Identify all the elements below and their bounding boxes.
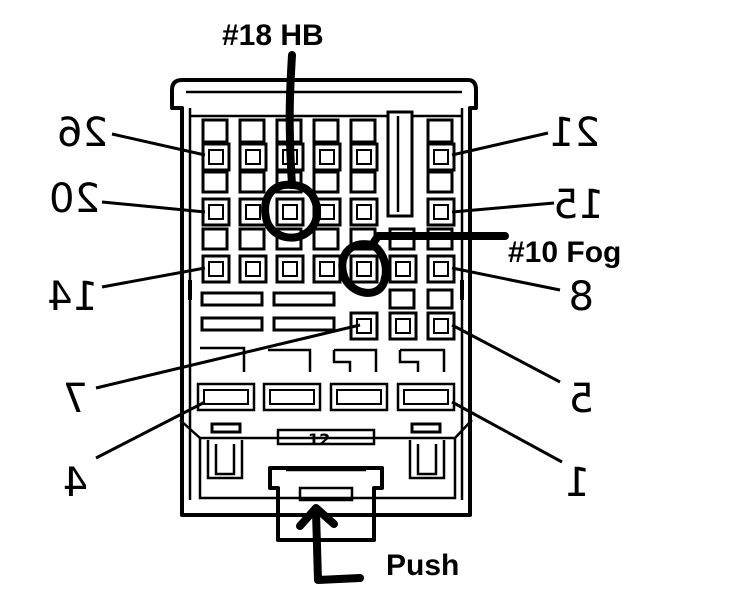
pin-terminal-inner — [319, 261, 335, 277]
fog-marker-line — [368, 232, 509, 249]
pin-label-7: 7 — [63, 376, 88, 422]
large-terminal-row — [196, 382, 456, 412]
pin-label-21: 21 — [549, 110, 600, 156]
hand-drawn-markers — [261, 51, 509, 584]
push-arrow — [312, 508, 364, 584]
connector-key-slot — [386, 110, 414, 218]
hb-marker-line — [285, 51, 296, 189]
fog-annotation: #10 Fog — [508, 236, 621, 269]
push-annotation: Push — [386, 549, 459, 582]
pin-terminal-inner — [282, 261, 298, 277]
hb-circle — [261, 180, 322, 242]
pin-cavity-empty — [349, 170, 377, 194]
pin-terminal-inner — [433, 204, 449, 220]
pin-label-26: 26 — [57, 110, 108, 156]
pin-label-14: 14 — [47, 274, 98, 320]
pin-cavity-empty — [312, 227, 340, 251]
side-tabs — [188, 280, 464, 300]
pin-terminal — [275, 197, 305, 227]
pin-terminal-inner — [319, 204, 335, 220]
pin-terminal-inner — [245, 204, 261, 220]
connector-housing — [170, 78, 478, 517]
pin-terminal-inner — [433, 149, 449, 165]
pin-terminal — [349, 254, 379, 284]
pin-terminal-inner — [356, 149, 372, 165]
pin-cavity-empty — [201, 170, 229, 194]
pin-terminal-inner — [319, 149, 335, 165]
pin-terminal-inner — [356, 261, 372, 277]
pin-cavity-empty — [238, 227, 266, 251]
pin-terminal-inner — [433, 261, 449, 277]
pin-terminal-inner — [395, 318, 411, 334]
leader-lines — [95, 131, 563, 464]
pin-cavity-empty — [201, 227, 229, 251]
pin-row-top-blanks — [201, 118, 454, 144]
lower-small-slots — [210, 422, 442, 434]
pin-grid — [201, 142, 456, 341]
push-arrow-head — [296, 504, 338, 530]
pin-cavity-empty — [426, 170, 454, 194]
pin-terminal-inner — [208, 204, 224, 220]
pin-label-4: 4 — [63, 460, 88, 506]
pin-label-1: 1 — [565, 460, 590, 506]
pin-terminal-inner — [245, 261, 261, 277]
pin-terminal-inner — [208, 261, 224, 277]
pin-terminal-inner — [282, 204, 298, 220]
pin-terminal-inner — [356, 204, 372, 220]
hb-annotation: #18 HB — [222, 19, 324, 52]
pin-label-15: 15 — [553, 182, 604, 228]
pin-terminal-inner — [208, 149, 224, 165]
terminal-hooks — [200, 346, 446, 372]
pin-terminal-inner — [395, 261, 411, 277]
flat-slot-group — [200, 288, 454, 332]
pin-cavity-empty — [238, 170, 266, 194]
pin-terminal-inner — [433, 318, 449, 334]
svg-text:12: 12 — [308, 430, 330, 449]
pin-terminal-inner — [245, 149, 261, 165]
pin-number-labels: 26 20 14 7 4 21 15 8 5 1 — [47, 110, 604, 506]
pin-cavity-empty — [312, 170, 340, 194]
connector-latch: 12 — [206, 428, 446, 542]
fog-circle — [338, 240, 390, 297]
pin-label-5: 5 — [569, 376, 594, 422]
pin-label-20: 20 — [49, 176, 100, 222]
pin-label-8: 8 — [569, 274, 594, 320]
